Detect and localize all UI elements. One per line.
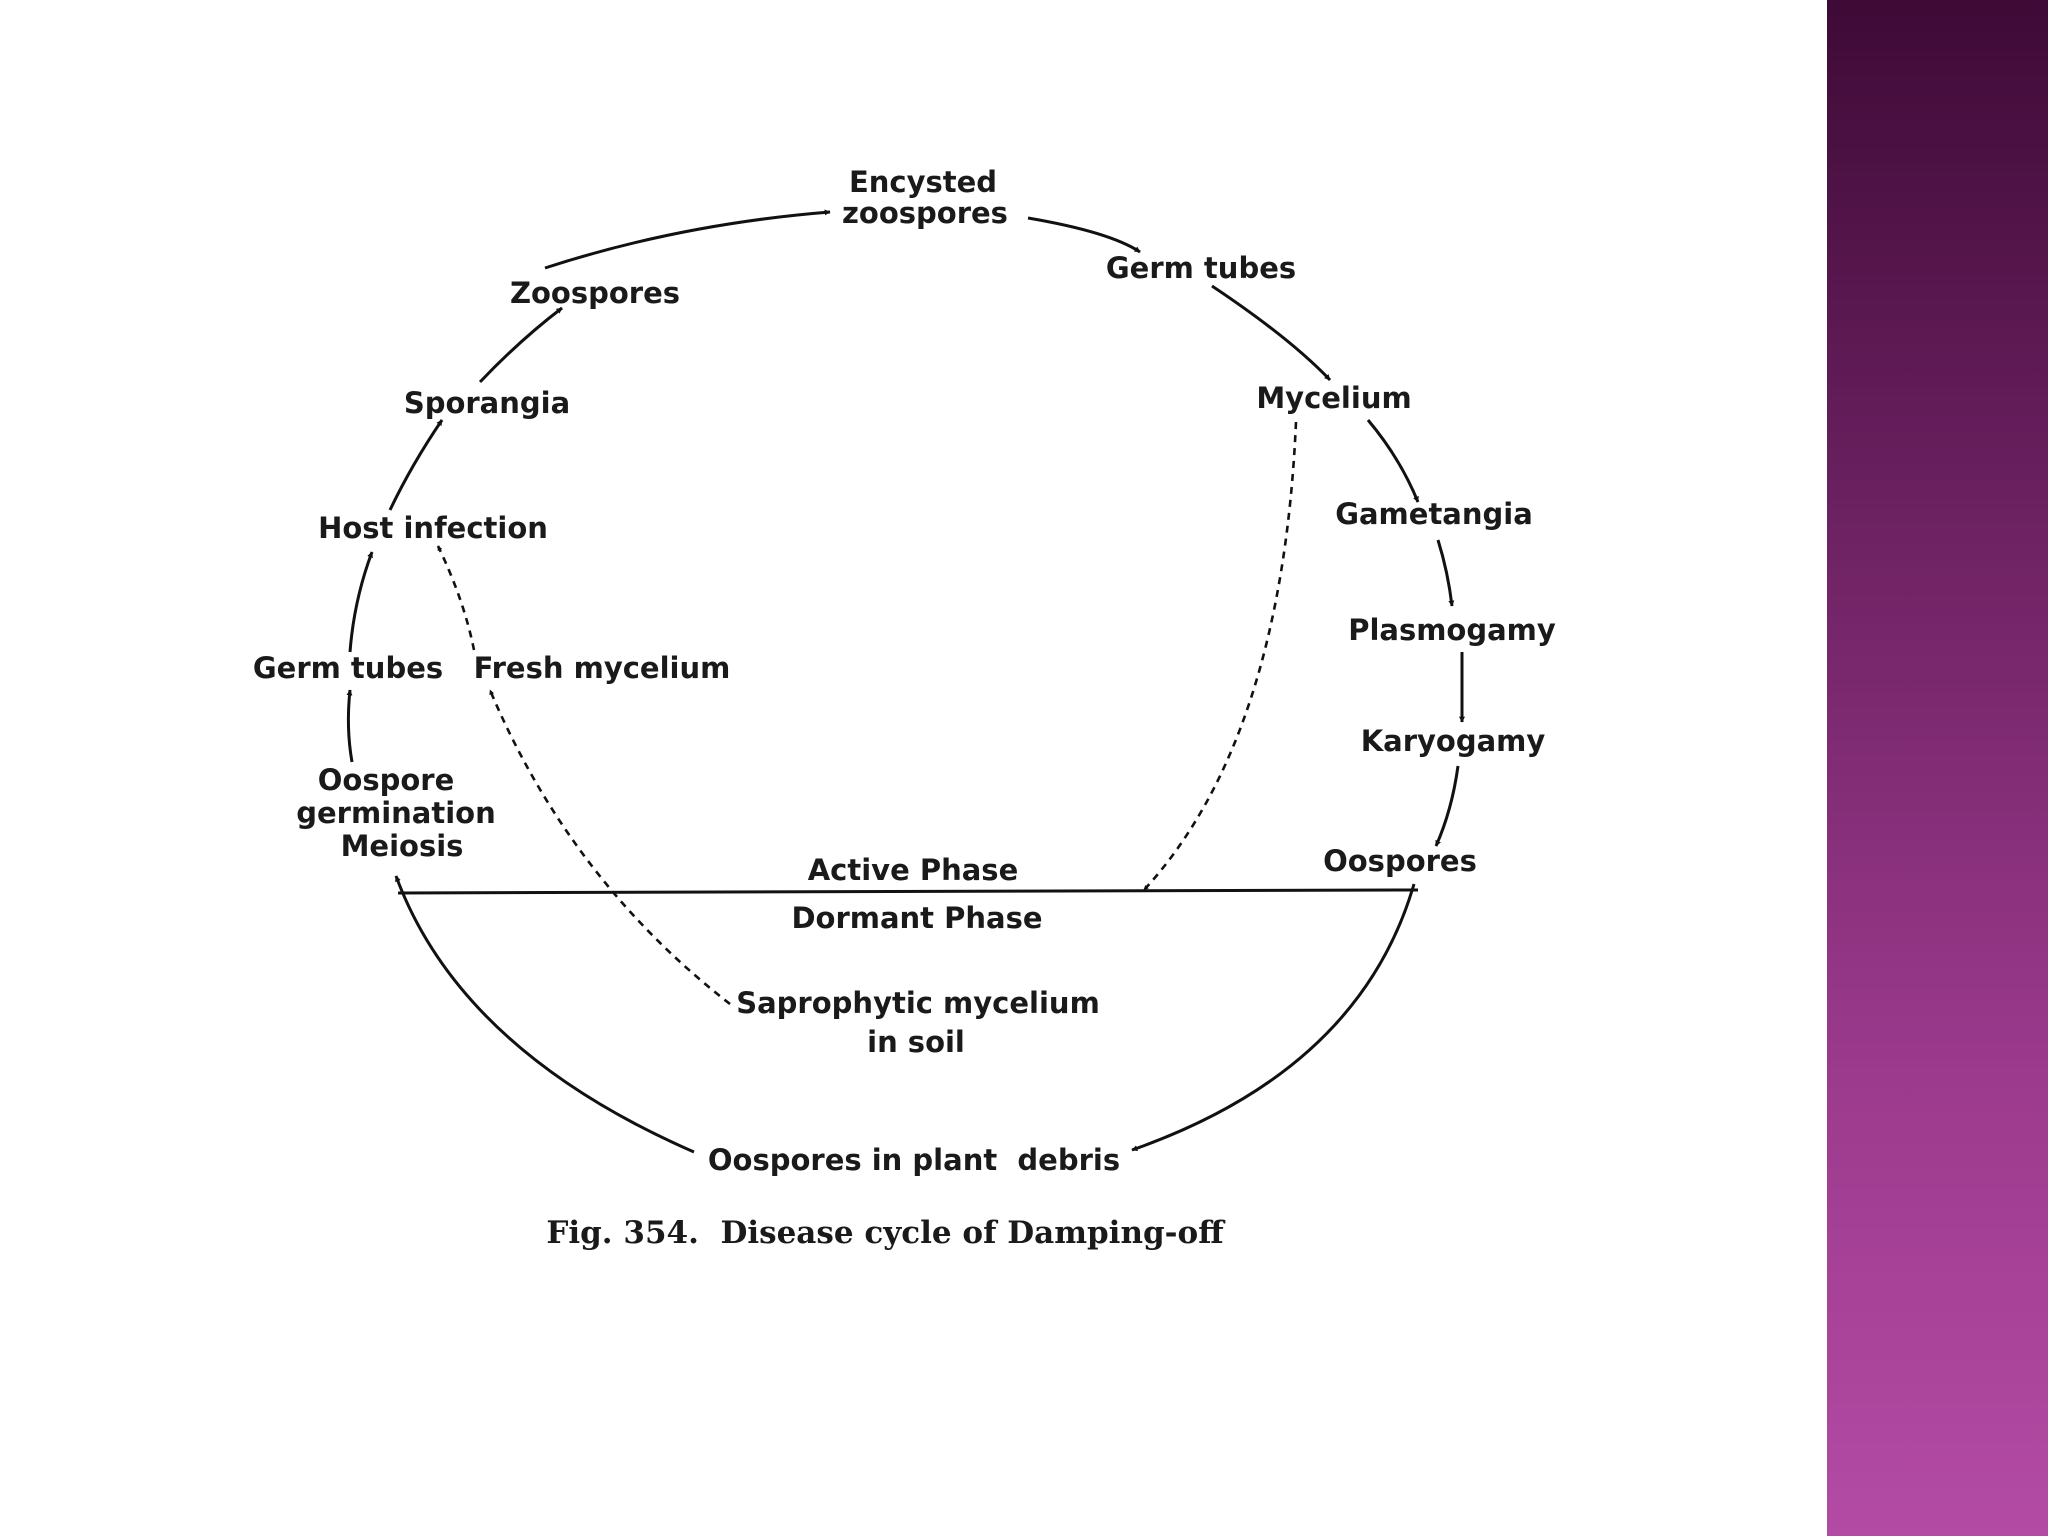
arrow-karyogamy-to-oospores — [1434, 765, 1460, 847]
arrow-oospores-to-debris — [1131, 883, 1416, 1152]
arrow-mycelium-to-dormancy-dashed — [1143, 421, 1298, 891]
label-gametangia: Gametangia — [1335, 497, 1533, 531]
label-sporangia: Sporangia — [404, 386, 570, 420]
label-mycelium: Mycelium — [1256, 381, 1411, 415]
phase-divider-line — [397, 888, 1419, 895]
arrow-saprophytic-to-fresh-mycelium-dashed — [488, 689, 731, 1006]
label-germination: germination — [296, 796, 495, 830]
arrow-encysted-to-germtubes — [1027, 216, 1141, 254]
arrow-sporangia-to-zoospores — [478, 306, 563, 384]
arrow-germtubes-to-mycelium — [1211, 284, 1332, 382]
disease-cycle-diagram: Encysted zoospores Germ tubes Mycelium G… — [253, 165, 1556, 1251]
label-oospore: Oospore — [318, 763, 455, 797]
arrow-fresh-mycelium-to-host-infection-dashed — [436, 545, 476, 651]
decorative-side-bar — [1827, 0, 2048, 1536]
label-karyogamy: Karyogamy — [1361, 724, 1546, 758]
label-active-phase: Active Phase — [808, 853, 1019, 887]
label-saprophytic-mycelium: Saprophytic mycelium — [736, 986, 1100, 1020]
label-in-soil: in soil — [867, 1025, 965, 1059]
label-oospores: Oospores — [1323, 844, 1477, 878]
arrow-zoospores-to-encysted — [544, 209, 831, 270]
label-fresh-mycelium: Fresh mycelium — [474, 651, 731, 685]
label-germ-tubes-top: Germ tubes — [1106, 251, 1296, 285]
label-host-infection: Host infection — [318, 511, 548, 545]
figure-caption: Fig. 354. Disease cycle of Damping-off — [546, 1215, 1226, 1251]
arrow-mycelium-to-gametangia — [1366, 419, 1420, 503]
arrow-oospore-germination-to-germtubes — [346, 689, 354, 763]
arrow-gametangia-to-plasmogamy — [1436, 539, 1455, 607]
label-oospores-in-plant-debris: Oospores in plant debris — [708, 1143, 1120, 1177]
arrow-germtubes-to-host-infection — [348, 551, 374, 653]
label-germ-tubes-left: Germ tubes — [253, 651, 443, 685]
label-dormant-phase: Dormant Phase — [791, 901, 1042, 935]
label-zoospores-encysted: zoospores — [842, 196, 1008, 230]
label-meiosis: Meiosis — [341, 829, 464, 863]
label-plasmogamy: Plasmogamy — [1348, 613, 1556, 647]
arrow-debris-to-oospore-germination — [394, 875, 695, 1154]
arrow-host-infection-to-sporangia — [388, 419, 444, 511]
label-zoospores: Zoospores — [510, 276, 680, 310]
label-encysted: Encysted — [849, 165, 997, 199]
